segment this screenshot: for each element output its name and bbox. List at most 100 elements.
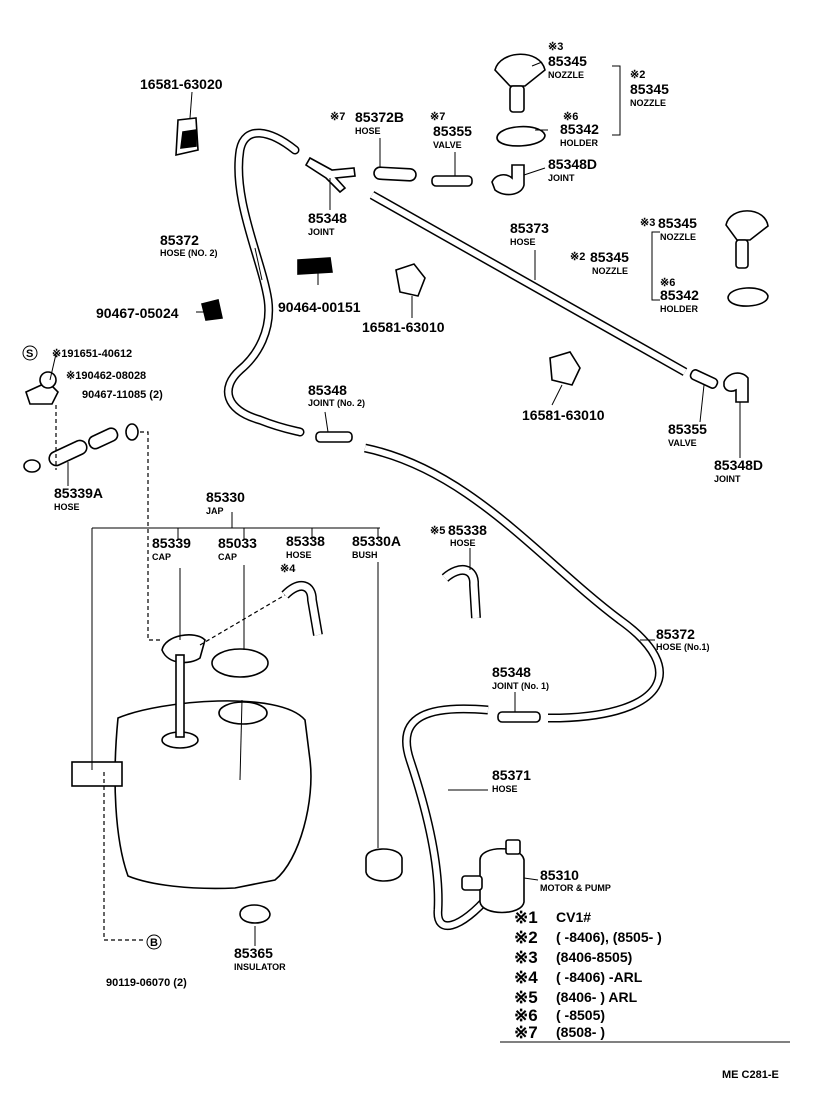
- legend-row: ※2( -8406), (8505- ): [514, 928, 662, 947]
- svg-text:※3: ※3: [640, 217, 655, 229]
- svg-text:85355: 85355: [668, 421, 707, 437]
- label-16581-63010-b: 16581-63010: [522, 407, 605, 423]
- svg-text:85365: 85365: [234, 945, 273, 961]
- joint-85348-no2: [315, 431, 353, 443]
- svg-text:JOINT: JOINT: [548, 173, 575, 183]
- svg-text:※4: ※4: [280, 563, 296, 575]
- label-85033: 85033 CAP: [218, 535, 257, 562]
- svg-text:(8406- ) ARL: (8406- ) ARL: [556, 989, 638, 1005]
- label-85355-right: 85355 VALVE: [668, 421, 707, 448]
- svg-text:85033: 85033: [218, 535, 257, 551]
- label-85348d-right: 85348D JOINT: [714, 457, 763, 484]
- label-85348-no2: 85348 JOINT (No. 2): [308, 382, 365, 408]
- legend-row: ※6( -8505): [514, 1006, 605, 1025]
- holder-85342-top: [496, 125, 546, 147]
- svg-text:85372: 85372: [656, 626, 695, 642]
- hose-85371: [402, 704, 494, 931]
- svg-text:85345: 85345: [548, 53, 587, 69]
- svg-text:※3: ※3: [514, 948, 538, 967]
- svg-text:※2: ※2: [514, 928, 538, 947]
- svg-text:JOINT: JOINT: [308, 227, 335, 237]
- label-85355-top: ※7 85355 VALVE: [430, 111, 472, 150]
- label-85310: 85310 MOTOR & PUMP: [540, 867, 611, 893]
- label-85342-b: ※6 85342 HOLDER: [660, 277, 699, 314]
- svg-text:※6: ※6: [514, 1006, 538, 1025]
- label-85330: 85330 JAP: [206, 489, 245, 516]
- svg-text:VALVE: VALVE: [668, 438, 697, 448]
- label-85338-a: 85338 HOSE ※4: [280, 533, 325, 575]
- label-85345-b: ※2 85345 NOZZLE: [630, 69, 669, 108]
- svg-text:NOZZLE: NOZZLE: [630, 98, 666, 108]
- label-90467-11085: 90467-11085 (2): [82, 389, 163, 401]
- svg-text:※1: ※1: [514, 908, 538, 927]
- clip-16581-63010-a: [395, 263, 426, 297]
- svg-text:( -8406) -ARL: ( -8406) -ARL: [556, 969, 643, 985]
- svg-text:JOINT: JOINT: [714, 474, 741, 484]
- svg-text:85338: 85338: [448, 522, 487, 538]
- figure-code: ME C281-E: [722, 1069, 779, 1081]
- svg-text:※4: ※4: [514, 968, 538, 987]
- svg-text:BUSH: BUSH: [352, 550, 378, 560]
- svg-text:※3: ※3: [548, 41, 563, 53]
- joint-85348d-right: [723, 372, 749, 403]
- label-85372b: ※7 85372B HOSE: [330, 109, 404, 136]
- legend-row: ※3(8406-8505): [514, 948, 632, 967]
- label-85338-b: ※5 85338 HOSE: [430, 522, 487, 548]
- svg-text:16581-63010: 16581-63010: [362, 319, 445, 335]
- label-85339: 85339 CAP: [152, 535, 191, 562]
- svg-text:VALVE: VALVE: [433, 140, 462, 150]
- svg-text:85339A: 85339A: [54, 485, 103, 501]
- svg-text:85345: 85345: [658, 215, 697, 231]
- svg-text:85338: 85338: [286, 533, 325, 549]
- hose-85339a: [48, 439, 88, 467]
- nozzle-85345-right: [725, 210, 769, 269]
- svg-text:※191651-40612: ※191651-40612: [52, 348, 132, 360]
- bush-85330a: [365, 848, 403, 882]
- label-85339a: 85339A HOSE: [54, 485, 103, 512]
- label-85372-no1: 85372 HOSE (No.1): [656, 626, 710, 652]
- svg-text:85372B: 85372B: [355, 109, 404, 125]
- label-85348-top: 85348 JOINT: [308, 210, 347, 237]
- svg-text:※7: ※7: [330, 111, 345, 123]
- svg-text:85348: 85348: [492, 664, 531, 680]
- clip-16581-63010-b: [549, 351, 581, 386]
- label-85342-a: ※6 85342 HOLDER: [560, 111, 599, 148]
- svg-text:85373: 85373: [510, 220, 549, 236]
- svg-text:85348D: 85348D: [548, 156, 597, 172]
- svg-text:※5: ※5: [514, 988, 538, 1007]
- svg-text:HOSE: HOSE: [492, 784, 518, 794]
- label-190462: ※190462-08028: [66, 370, 146, 382]
- svg-text:85330: 85330: [206, 489, 245, 505]
- label-85365: 85365 INSULATOR: [234, 945, 286, 972]
- svg-text:85348: 85348: [308, 210, 347, 226]
- clamp-90467-11085-b: [23, 459, 41, 473]
- svg-text:JOINT (No. 1): JOINT (No. 1): [492, 681, 549, 691]
- svg-text:NOZZLE: NOZZLE: [660, 232, 696, 242]
- valve-85355-top: [431, 175, 473, 187]
- cap-85033: [211, 648, 269, 678]
- joint-85348-no1: [497, 711, 541, 723]
- svg-text:85310: 85310: [540, 867, 579, 883]
- svg-text:※6: ※6: [563, 111, 578, 123]
- holder-85342-right: [727, 287, 769, 307]
- svg-text:16581-63020: 16581-63020: [140, 76, 223, 92]
- label-85345-d: ※2 85345 NOZZLE: [570, 249, 629, 276]
- hose-85372b: [373, 166, 417, 182]
- label-16581-63020: 16581-63020: [140, 76, 223, 92]
- label-85330a: 85330A BUSH: [352, 533, 401, 560]
- tank-85330: [71, 654, 312, 890]
- svg-text:90119-06070 (2): 90119-06070 (2): [106, 977, 187, 989]
- svg-text:HOSE: HOSE: [355, 126, 381, 136]
- label-85348-no1: 85348 JOINT (No. 1): [492, 664, 549, 691]
- legend-row: ※4 ( -8406) -ARL: [514, 968, 643, 987]
- svg-text:85345: 85345: [590, 249, 629, 265]
- svg-text:CAP: CAP: [152, 552, 171, 562]
- nozzle-85345-top: [494, 53, 546, 113]
- svg-text:HOSE (NO. 2): HOSE (NO. 2): [160, 248, 218, 258]
- svg-text:85371: 85371: [492, 767, 531, 783]
- label-85348d-top: 85348D JOINT: [548, 156, 597, 183]
- label-90464: 90464-00151: [278, 299, 361, 315]
- svg-text:NOZZLE: NOZZLE: [548, 70, 584, 80]
